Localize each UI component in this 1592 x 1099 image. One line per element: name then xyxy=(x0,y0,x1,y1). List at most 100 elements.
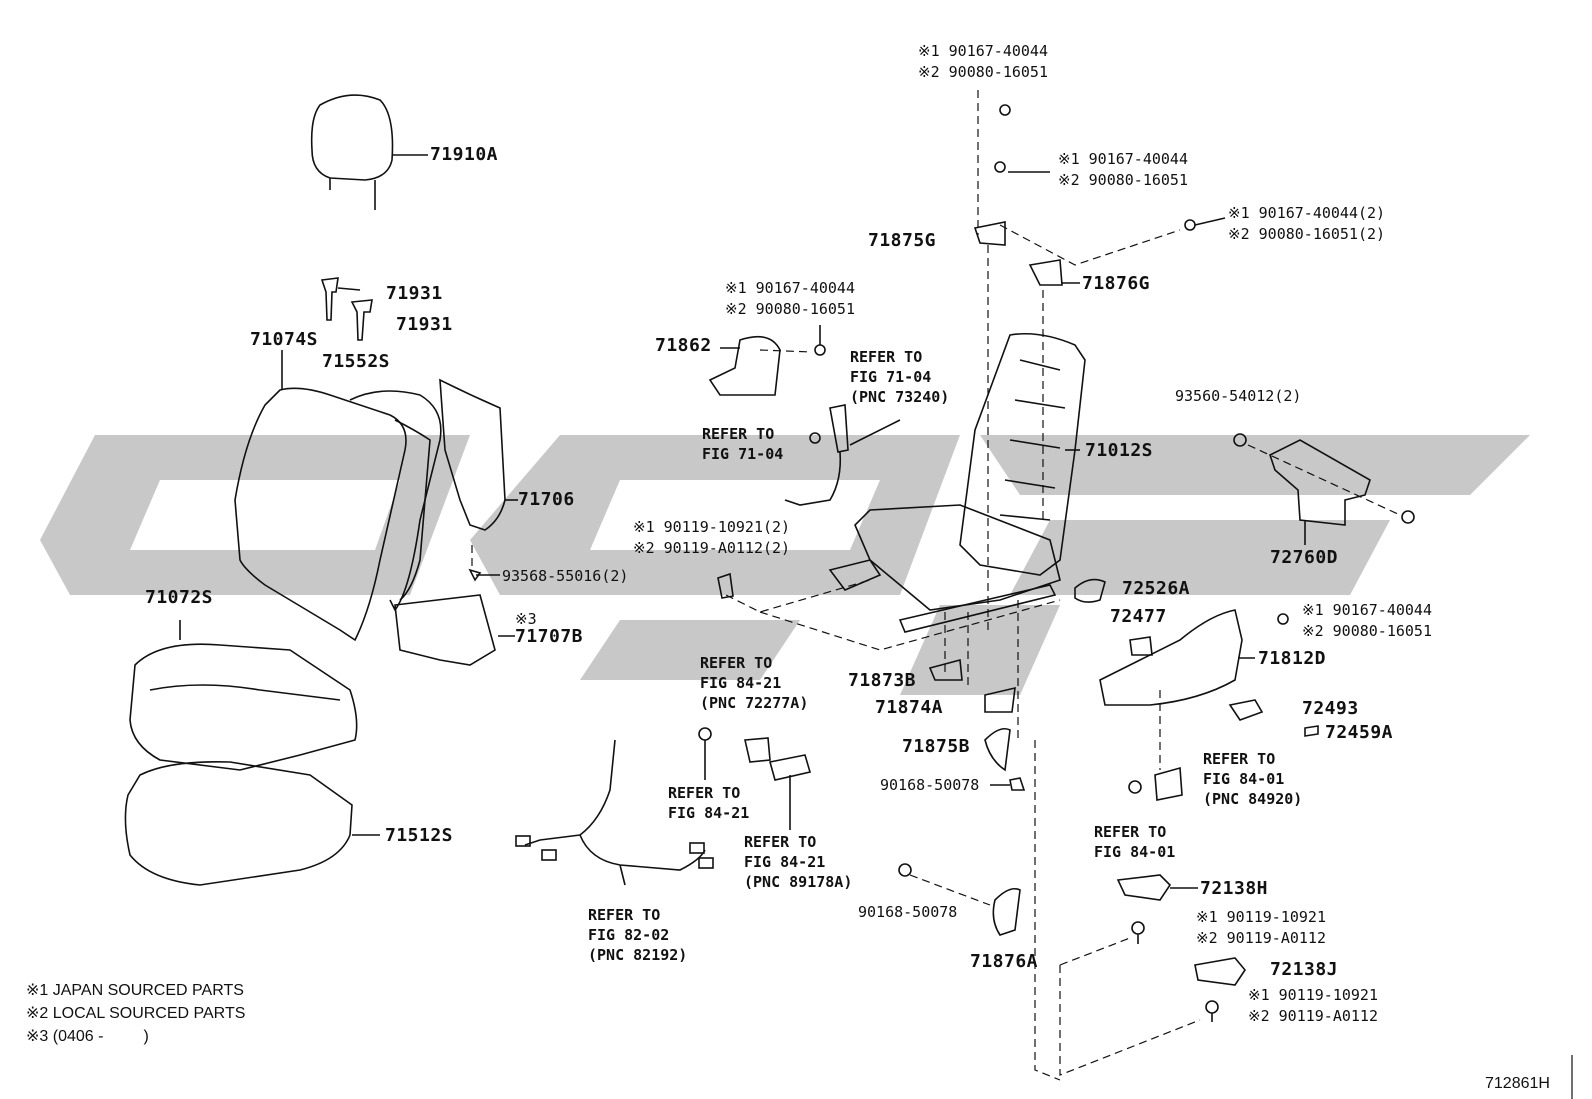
track-cover-a-shape xyxy=(984,686,1016,713)
ref-7-line-1: REFER TO xyxy=(1203,750,1276,768)
back-board-shape xyxy=(439,378,506,531)
legend-note-3: ※3 (0406 - ) xyxy=(26,1028,149,1045)
ref-6-line-3: (PNC 82192) xyxy=(588,946,688,964)
cushion-shape xyxy=(129,643,358,771)
ref-5-line-3: (PNC 89178A) xyxy=(744,873,853,891)
bolt-b4-1: ※1 90167-40044 xyxy=(725,279,855,297)
bolt-b5-1: ※1 90119-10921(2) xyxy=(633,518,791,536)
label-71706: 71706 xyxy=(518,489,575,510)
headrest-shape xyxy=(310,94,394,181)
cover-71862-shape xyxy=(708,335,781,396)
ref-5: REFER TO FIG 84-21 (PNC 89178A) xyxy=(744,832,852,892)
screw-b: 90168-50078 xyxy=(858,903,958,921)
bolt-top-2: ※2 90080-16051 xyxy=(918,63,1048,81)
ref-8-line-1: REFER TO xyxy=(1094,823,1167,841)
bolt-b8-1: ※1 90119-10921 xyxy=(1248,986,1378,1004)
cover-72138j-shape xyxy=(1194,957,1246,986)
bolt-b2-1: ※1 90167-40044 xyxy=(1058,150,1188,168)
screw-a: 90168-50078 xyxy=(880,776,980,794)
bolt-top-1: ※1 90167-40044 xyxy=(918,42,1048,60)
dashed-leaders xyxy=(471,90,1401,1081)
ref-4-line-1: REFER TO xyxy=(668,784,741,802)
ref-2-line-2: FIG 71-04 xyxy=(702,445,784,463)
bolt-b6-1: ※1 90167-40044 xyxy=(1302,601,1432,619)
label-71873b: 71873B xyxy=(848,670,917,691)
label-71875g: 71875G xyxy=(868,230,937,251)
bolt-b3-1: ※1 90167-40044(2) xyxy=(1228,204,1386,222)
harness-shape xyxy=(524,739,706,886)
knob-72493-shape xyxy=(1228,699,1264,721)
seat-back-shape xyxy=(234,387,407,642)
label-72477: 72477 xyxy=(1110,606,1167,627)
label-72493: 72493 xyxy=(1302,698,1359,719)
label-72138h: 72138H xyxy=(1200,878,1269,899)
ref-1: REFER TO FIG 71-04 (PNC 73240) xyxy=(850,347,949,407)
label-71875b: 71875B xyxy=(902,736,971,757)
frame-shape xyxy=(959,332,1086,576)
track-cover-b-shape xyxy=(928,658,963,681)
cushion-pad-shape xyxy=(124,760,353,886)
label-71876a: 71876A xyxy=(970,951,1039,972)
label-71931-a: 71931 xyxy=(386,283,443,304)
figure-id: 712861H xyxy=(1485,1075,1550,1092)
ref-8: REFER TO FIG 84-01 xyxy=(1094,822,1175,862)
label-71862: 71862 xyxy=(655,335,712,356)
ref-1-line-2: FIG 71-04 xyxy=(850,368,932,386)
label-72138j: 72138J xyxy=(1270,959,1339,980)
bolt-b3-2: ※2 90080-16051(2) xyxy=(1228,225,1386,243)
label-71074s: 71074S xyxy=(250,329,319,350)
bolt-b2-2: ※2 90080-16051 xyxy=(1058,171,1188,189)
ref-2-line-1: REFER TO xyxy=(702,425,775,443)
ref-7: REFER TO FIG 84-01 (PNC 84920) xyxy=(1203,749,1302,809)
ref-7-line-2: FIG 84-01 xyxy=(1203,770,1285,788)
cover-72138h-shape xyxy=(1116,874,1172,901)
ref-3-line-1: REFER TO xyxy=(700,654,773,672)
bolt-b8-2: ※2 90119-A0112 xyxy=(1248,1007,1378,1025)
label-71874a: 71874A xyxy=(875,697,944,718)
label-71552s: 71552S xyxy=(322,351,391,372)
legend-note-1: ※1 JAPAN SOURCED PARTS xyxy=(26,982,244,999)
label-71876g: 71876G xyxy=(1082,273,1151,294)
label-71707b: 71707B xyxy=(515,626,584,647)
shield-a-shape xyxy=(992,887,1021,936)
legend-note-2: ※2 LOCAL SOURCED PARTS xyxy=(26,1005,246,1022)
ref-6-line-1: REFER TO xyxy=(588,906,661,924)
shield-71875g-shape xyxy=(973,221,1006,246)
label-71812d: 71812D xyxy=(1258,648,1327,669)
label-71512s: 71512S xyxy=(385,825,454,846)
bolt-b5-2: ※2 90119-A0112(2) xyxy=(633,539,791,557)
ref-6-line-2: FIG 82-02 xyxy=(588,926,670,944)
ref-8-line-2: FIG 84-01 xyxy=(1094,843,1176,861)
ref-2: REFER TO FIG 71-04 xyxy=(702,424,783,464)
label-72459a: 72459A xyxy=(1325,722,1394,743)
shield-b-shape xyxy=(984,727,1011,772)
bolt-b7-1: ※1 90119-10921 xyxy=(1196,908,1326,926)
ref-4-line-2: FIG 84-21 xyxy=(668,804,750,822)
ref-5-line-1: REFER TO xyxy=(744,833,817,851)
label-93560: 93560-54012(2) xyxy=(1175,387,1302,405)
ref-4: REFER TO FIG 84-21 xyxy=(668,783,749,823)
label-93568: 93568-55016(2) xyxy=(502,567,629,585)
shield-71812d-shape xyxy=(1099,609,1243,706)
ref-3-line-3: (PNC 72277A) xyxy=(700,694,809,712)
ref-7-line-3: (PNC 84920) xyxy=(1203,790,1303,808)
ref-1-line-3: (PNC 73240) xyxy=(850,388,950,406)
label-note3: ※3 xyxy=(515,610,537,628)
label-71072s: 71072S xyxy=(145,587,214,608)
ref-5-line-2: FIG 84-21 xyxy=(744,853,826,871)
bolt-b4-2: ※2 90080-16051 xyxy=(725,300,855,318)
label-72760d: 72760D xyxy=(1270,547,1339,568)
knob-72526a-shape xyxy=(1074,578,1106,603)
ref-3-line-2: FIG 84-21 xyxy=(700,674,782,692)
ref-6: REFER TO FIG 82-02 (PNC 82192) xyxy=(588,905,687,965)
ref-1-line-1: REFER TO xyxy=(850,348,923,366)
part-drawings xyxy=(124,94,1415,1022)
shield-71876g-shape xyxy=(1028,259,1063,286)
bolt-b7-2: ※2 90119-A0112 xyxy=(1196,929,1326,947)
label-71910a: 71910A xyxy=(430,144,499,165)
label-71012s: 71012S xyxy=(1085,440,1154,461)
ref-3: REFER TO FIG 84-21 (PNC 72277A) xyxy=(700,653,808,713)
label-72526a: 72526A xyxy=(1122,578,1191,599)
label-71931-b: 71931 xyxy=(396,314,453,335)
